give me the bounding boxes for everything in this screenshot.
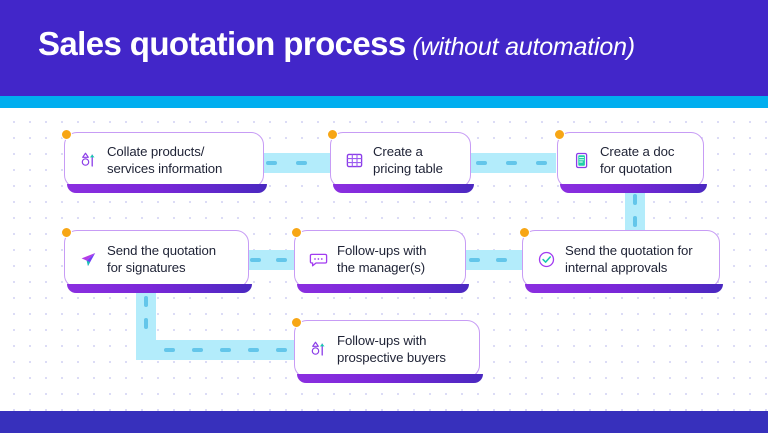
connector-dash bbox=[164, 348, 175, 352]
connector-dash bbox=[144, 318, 148, 329]
node-label: Send the quotation for internal approval… bbox=[565, 242, 693, 276]
connector-dash bbox=[469, 258, 480, 262]
person-arrow-icon bbox=[78, 150, 99, 171]
node-label: Send the quotation for signatures bbox=[107, 242, 216, 276]
node-send-signatures[interactable]: Send the quotation for signatures bbox=[61, 227, 252, 293]
connector-dash bbox=[248, 348, 259, 352]
node-underline bbox=[333, 184, 474, 193]
send-plane-icon bbox=[78, 249, 99, 270]
node-status-dot bbox=[61, 129, 72, 140]
page-title: Sales quotation process (without automat… bbox=[38, 25, 748, 63]
connector-leg-horizontal bbox=[136, 340, 296, 360]
table-icon bbox=[344, 150, 365, 171]
node-status-dot bbox=[61, 227, 72, 238]
node-underline bbox=[67, 184, 267, 193]
node-followup-buyers[interactable]: Follow-ups with prospective buyers bbox=[291, 317, 483, 383]
connector-collate-to-pricing bbox=[252, 153, 334, 173]
connector-dash bbox=[250, 258, 261, 262]
node-internal-approvals[interactable]: Send the quotation for internal approval… bbox=[519, 227, 723, 293]
node-underline bbox=[560, 184, 707, 193]
node-collate-products[interactable]: Collate products/ services information bbox=[61, 129, 267, 193]
connector-dash bbox=[220, 348, 231, 352]
node-followup-manager[interactable]: Follow-ups with the manager(s) bbox=[291, 227, 469, 293]
accent-stripe bbox=[0, 96, 768, 108]
connector-signatures-to-buyers bbox=[136, 286, 296, 360]
node-underline bbox=[297, 284, 469, 293]
connector-dash bbox=[276, 348, 287, 352]
connector-approvals-to-manager bbox=[460, 250, 528, 270]
node-label: Collate products/ services information bbox=[107, 143, 223, 177]
connector-dash bbox=[476, 161, 487, 165]
connector-dash bbox=[296, 161, 307, 165]
node-underline bbox=[67, 284, 252, 293]
connector-pricing-to-doc bbox=[464, 153, 556, 173]
node-label: Create a pricing table bbox=[373, 143, 443, 177]
document-icon bbox=[571, 150, 592, 171]
connector-dash bbox=[536, 161, 547, 165]
node-underline bbox=[297, 374, 483, 383]
node-status-dot bbox=[519, 227, 530, 238]
check-circle-icon bbox=[536, 249, 557, 270]
page-title-main: Sales quotation process bbox=[38, 25, 406, 62]
node-label: Create a doc for quotation bbox=[600, 143, 675, 177]
node-status-dot bbox=[554, 129, 565, 140]
flow-canvas: Collate products/ services information C… bbox=[0, 108, 768, 411]
connector-dash bbox=[496, 258, 507, 262]
node-status-dot bbox=[291, 227, 302, 238]
connector-dash bbox=[144, 296, 148, 307]
connector-manager-to-signatures bbox=[244, 250, 302, 270]
node-underline bbox=[525, 284, 723, 293]
connector-dash bbox=[276, 258, 287, 262]
chat-bubble-icon bbox=[308, 249, 329, 270]
footer-band bbox=[0, 411, 768, 433]
node-pricing-table[interactable]: Create a pricing table bbox=[327, 129, 474, 193]
connector-dash bbox=[266, 161, 277, 165]
node-label: Follow-ups with prospective buyers bbox=[337, 332, 446, 366]
page-title-subtitle: (without automation) bbox=[412, 33, 635, 61]
connector-dash bbox=[633, 194, 637, 205]
node-status-dot bbox=[291, 317, 302, 328]
node-create-doc[interactable]: Create a doc for quotation bbox=[554, 129, 707, 193]
header-band bbox=[0, 0, 768, 96]
person-arrow-icon bbox=[308, 339, 329, 360]
connector-dash bbox=[633, 216, 637, 227]
connector-dash bbox=[192, 348, 203, 352]
node-label: Follow-ups with the manager(s) bbox=[337, 242, 427, 276]
connector-doc-to-approvals bbox=[625, 186, 645, 238]
connector-dash bbox=[506, 161, 517, 165]
node-status-dot bbox=[327, 129, 338, 140]
